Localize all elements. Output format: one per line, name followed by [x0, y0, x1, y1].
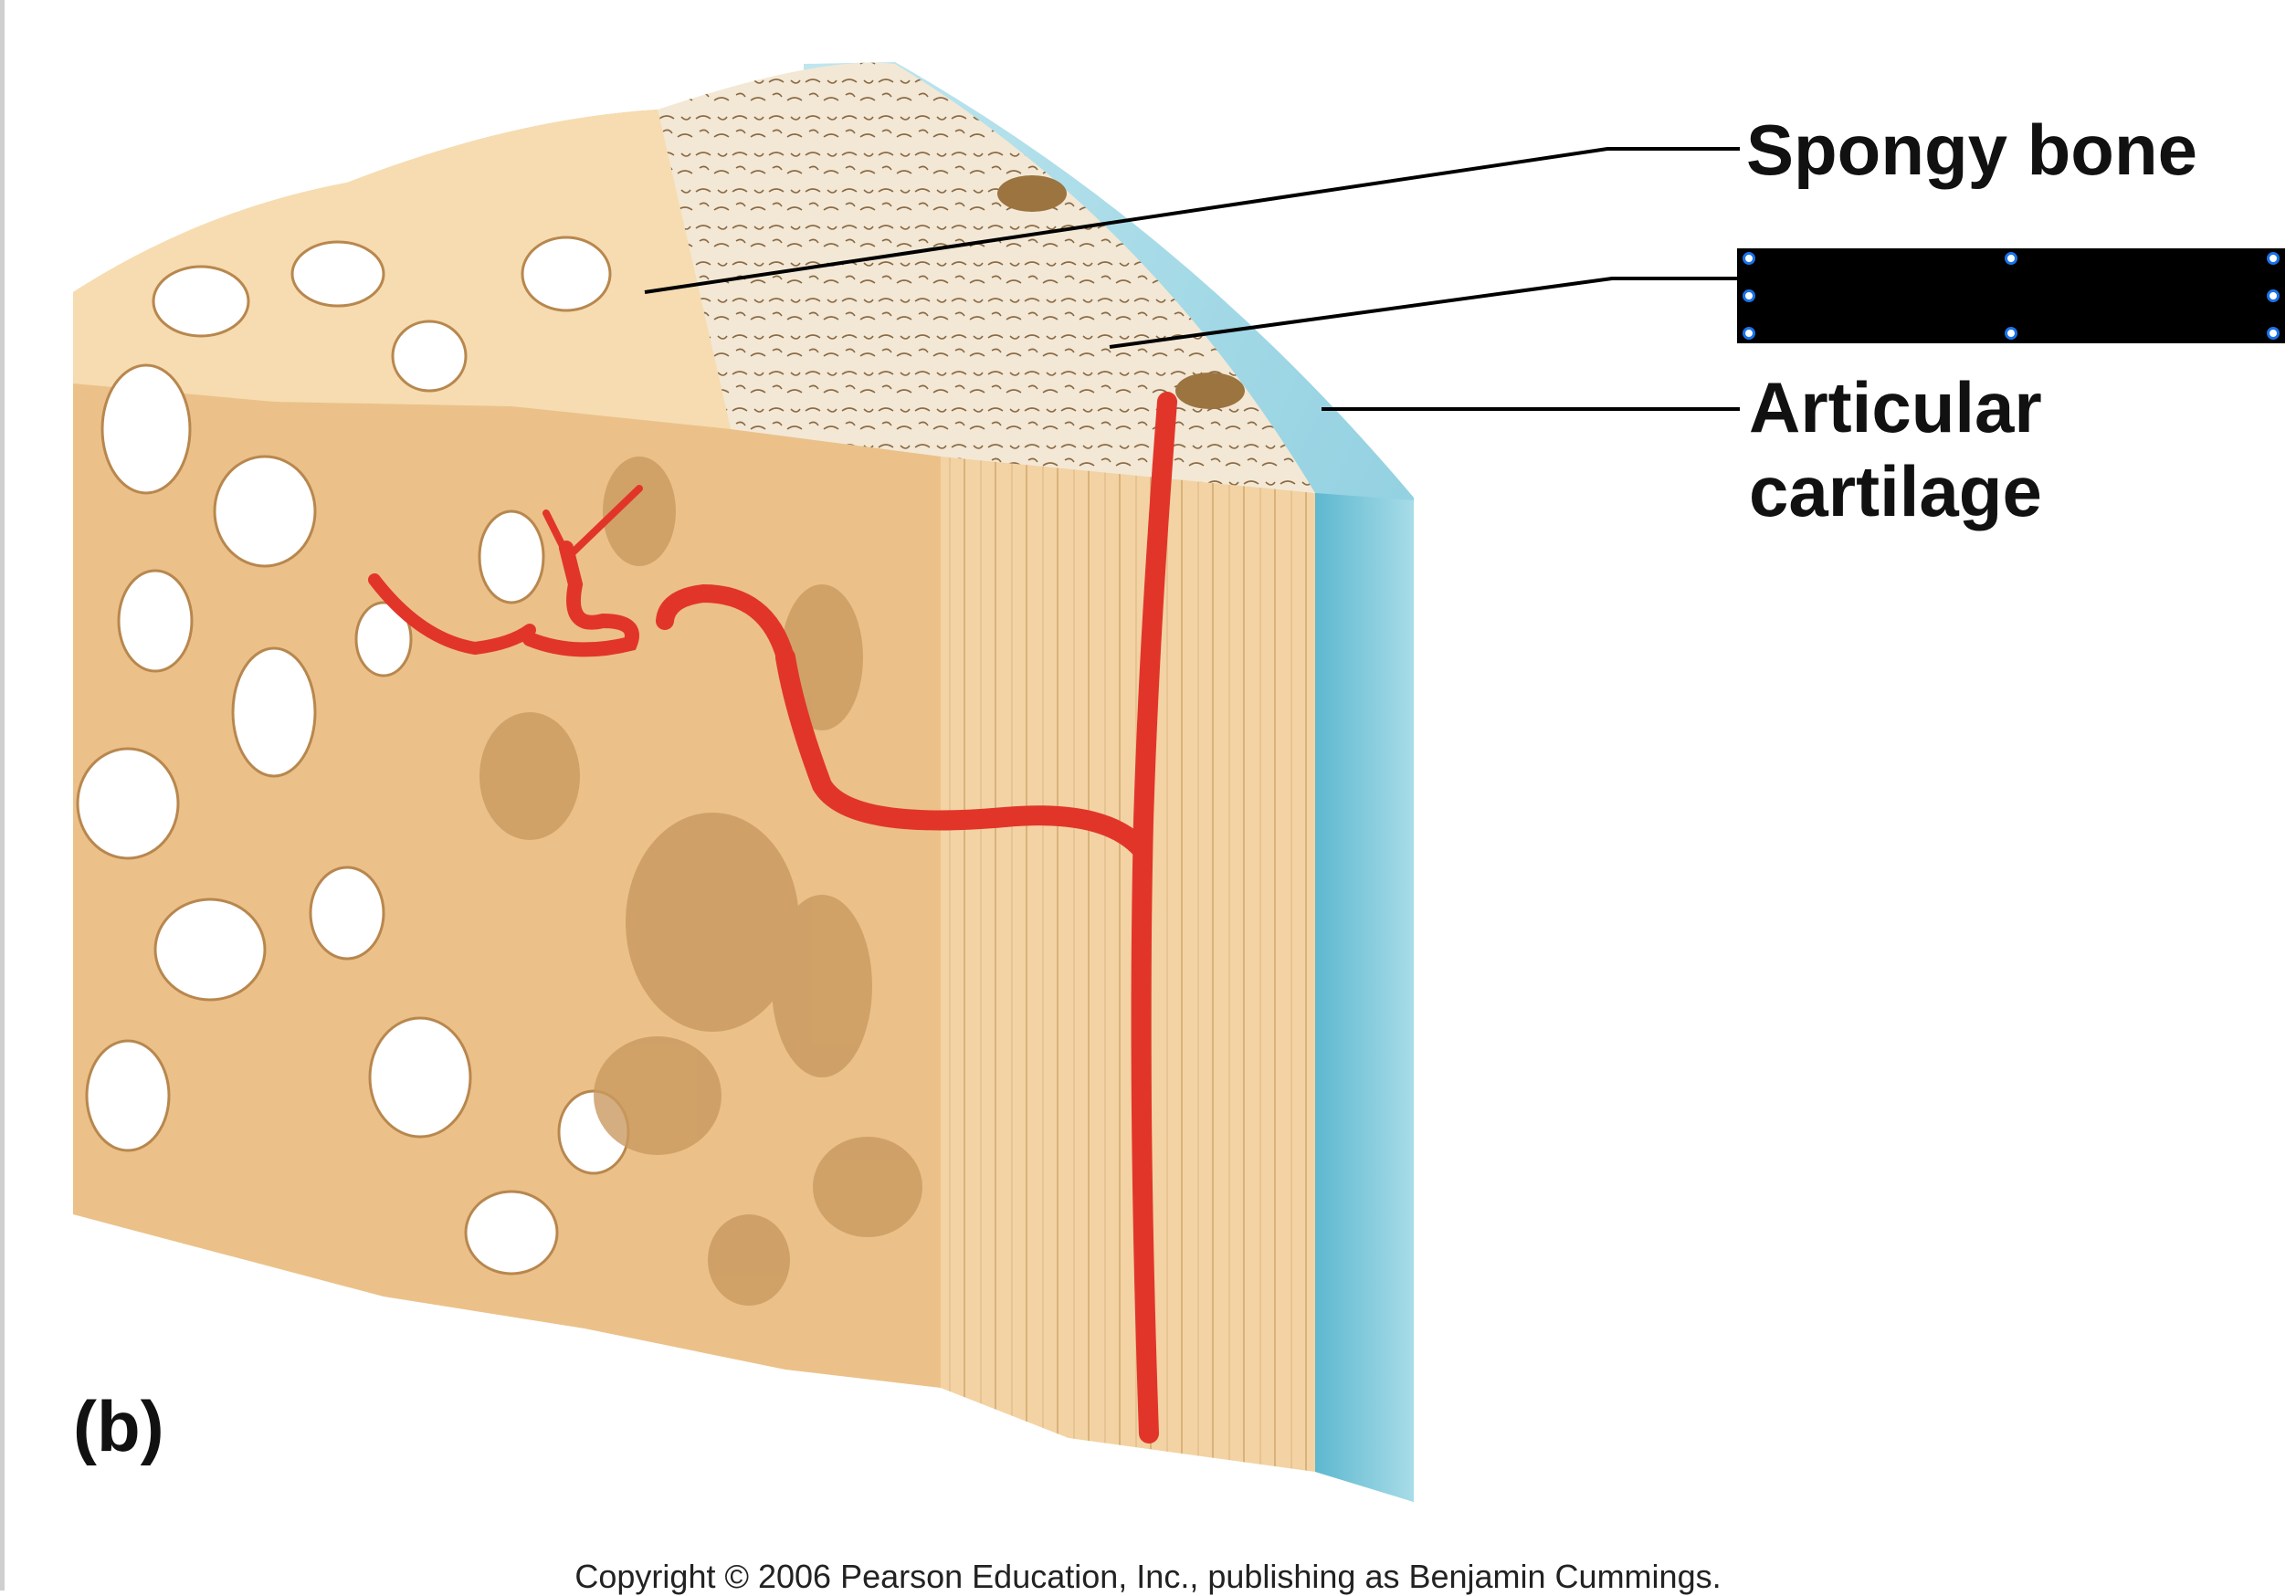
- vessel-branch-left: [368, 573, 536, 656]
- vessel-branch-horizontal: [775, 647, 1152, 859]
- left-frame-edge: [0, 0, 5, 1591]
- trabecular-cavities: [76, 236, 630, 1276]
- compact-bone-side: [941, 457, 1315, 1472]
- circle-handle-icon[interactable]: [2267, 252, 2280, 265]
- label-spongy-bone: Spongy bone: [1746, 110, 2197, 190]
- vessel-loop: [522, 541, 639, 657]
- circle-handle-icon[interactable]: [2267, 327, 2280, 340]
- vessel-fork-b: [564, 485, 643, 561]
- label-articular-cartilage-line1: Articular: [1749, 367, 2042, 447]
- spongy-bone-top-face: [73, 110, 731, 429]
- leader-lines: [644, 147, 1740, 411]
- vessel-fork-a: [542, 509, 572, 561]
- leader-spongy-bone: [644, 147, 1740, 294]
- blood-vessels: [368, 392, 1177, 1444]
- canal-opening: [997, 175, 1067, 212]
- canal-opening: [1175, 373, 1245, 409]
- circle-handle-icon[interactable]: [1743, 289, 1755, 302]
- circle-handle-icon[interactable]: [2267, 289, 2280, 302]
- circle-handle-icon[interactable]: [2005, 327, 2017, 340]
- vessel-branch-upper: [656, 583, 795, 667]
- leader-redacted-label: [1109, 277, 1740, 349]
- label-articular-cartilage-line2: cartilage: [1749, 451, 2042, 531]
- circle-handle-icon[interactable]: [1743, 327, 1755, 340]
- copyright-notice: Copyright © 2006 Pearson Education, Inc.…: [574, 1558, 1722, 1595]
- articular-cartilage-side: [1315, 493, 1414, 1502]
- compact-surface-top: [658, 62, 1315, 494]
- circle-handle-icon[interactable]: [1743, 252, 1755, 265]
- redacted-label-box[interactable]: [1737, 248, 2285, 343]
- trabecular-shadows: [479, 457, 922, 1306]
- circle-handle-icon[interactable]: [2005, 252, 2017, 265]
- panel-label: (b): [73, 1386, 164, 1466]
